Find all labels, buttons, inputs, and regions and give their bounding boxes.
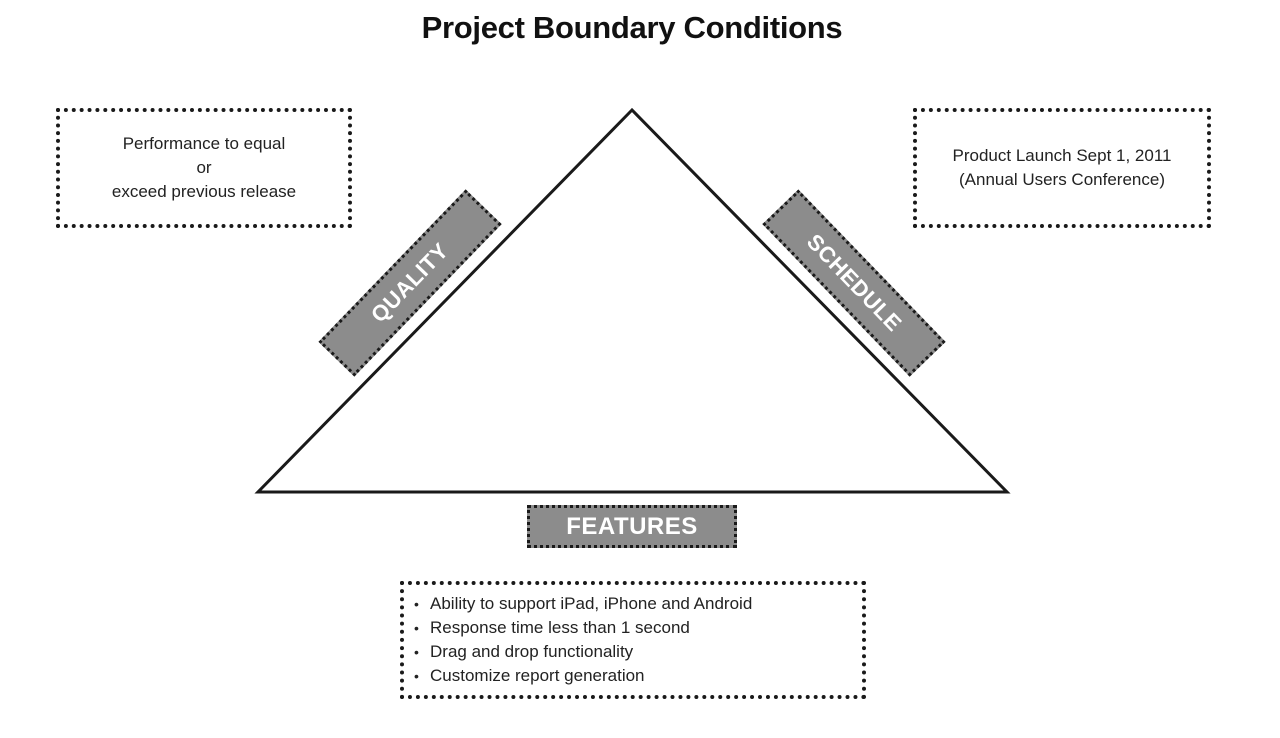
feature-item-text: Response time less than 1 second <box>430 618 690 637</box>
list-item: • Customize report generation <box>414 664 752 688</box>
quality-note-box: Performance to equal or exceed previous … <box>56 108 352 228</box>
schedule-note-box: Product Launch Sept 1, 2011 (Annual User… <box>913 108 1211 228</box>
bullet-icon: • <box>414 596 419 612</box>
quality-note-line: exceed previous release <box>111 182 297 201</box>
bullet-icon: • <box>414 668 419 684</box>
feature-item-text: Drag and drop functionality <box>430 642 634 661</box>
list-item: • Drag and drop functionality <box>414 640 752 664</box>
bullet-icon: • <box>414 620 419 636</box>
list-item: • Response time less than 1 second <box>414 616 752 640</box>
quality-note-line: Performance to equal <box>122 134 286 153</box>
feature-item-text: Ability to support iPad, iPhone and Andr… <box>430 594 753 613</box>
schedule-note-line: (Annual Users Conference) <box>959 170 1165 189</box>
constraint-triangle <box>254 107 1011 494</box>
features-note-box: • Ability to support iPad, iPhone and And… <box>400 581 866 699</box>
features-tag: FEATURES <box>527 505 737 548</box>
list-item: • Ability to support iPad, iPhone and And… <box>414 592 752 616</box>
features-list: • Ability to support iPad, iPhone and And… <box>414 592 752 688</box>
bullet-icon: • <box>414 644 419 660</box>
feature-item-text: Customize report generation <box>430 666 645 685</box>
quality-note-line: or <box>196 158 212 177</box>
schedule-note-line: Product Launch Sept 1, 2011 <box>952 146 1172 165</box>
diagram-title: Project Boundary Conditions <box>421 10 843 45</box>
